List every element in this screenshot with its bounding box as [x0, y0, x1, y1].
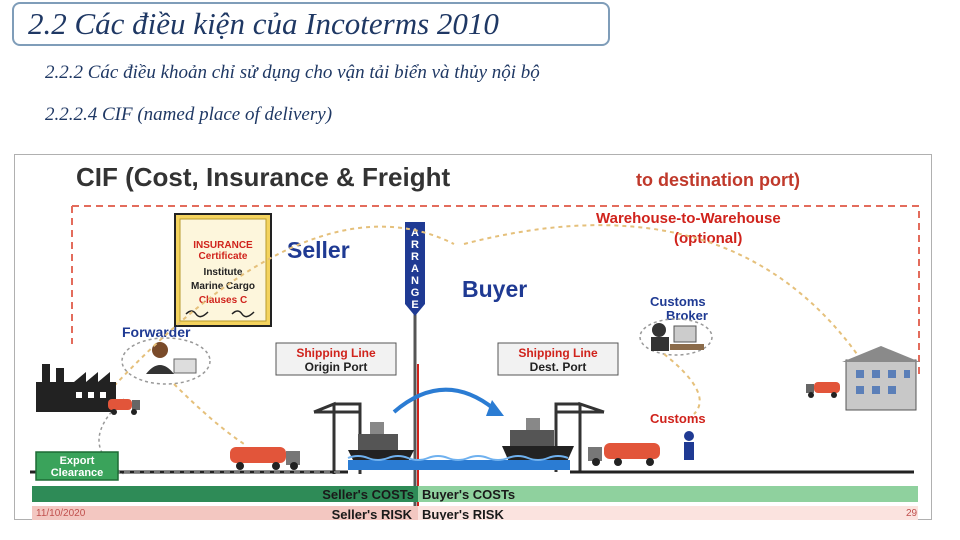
cert-line-4: Marine Cargo	[191, 281, 255, 292]
origin-label-2: Origin Port	[305, 360, 368, 374]
signature-marks	[185, 310, 255, 318]
dest-label-2: Dest. Port	[530, 360, 587, 374]
warehouse-label-1: Warehouse-to-Warehouse	[596, 210, 781, 227]
origin-label-1: Shipping Line	[296, 346, 376, 360]
seller-label: Seller	[287, 237, 350, 263]
sea-water	[348, 460, 570, 470]
title-frame	[12, 2, 610, 46]
ship-dest-icon	[502, 418, 574, 464]
diagram-heading-destination: to destination port)	[636, 170, 800, 190]
buyers-costs-bar	[418, 486, 918, 502]
cert-line-2: Certificate	[199, 251, 248, 262]
arrange-letter: R	[411, 251, 419, 263]
truck-export-icon	[230, 447, 300, 470]
slide-title: 2.2 Các điều kiện của Incoterms 2010	[28, 6, 499, 41]
cif-diagram: CIF (Cost, Insurance & Freight to destin…	[14, 154, 932, 520]
forwarder-icon	[121, 337, 211, 385]
cert-line-1: INSURANCE	[193, 240, 253, 251]
sea-transit-arrowhead	[486, 400, 504, 416]
sellers-costs-label: Seller's COSTs	[322, 487, 414, 502]
sea-waves	[347, 455, 569, 461]
diagram-heading-main: CIF (Cost, Insurance & Freight	[76, 162, 450, 192]
flow-forwarder-truck	[173, 383, 245, 445]
export-label-2: Clearance	[51, 467, 104, 479]
buyers-costs-label: Buyer's COSTs	[422, 487, 515, 502]
export-label-1: Export	[60, 455, 95, 467]
customs-officer-icon	[684, 431, 694, 460]
slide-date: 11/10/2020	[36, 508, 86, 519]
insurance-certificate: INSURANCE Certificate Institute Marine C…	[174, 213, 272, 327]
truck-origin-icon	[108, 399, 140, 415]
slide-subtitle-term: 2.2.2.4 CIF (named place of delivery)	[45, 104, 333, 125]
arrange-flag: A R R A N G E	[405, 222, 425, 520]
buyers-risk-bar	[418, 506, 918, 520]
cert-line-5: Clauses C	[199, 295, 247, 306]
arrange-letter: E	[411, 299, 418, 311]
export-clearance-badge: Export Clearance	[35, 451, 119, 481]
origin-port-box: Shipping Line Origin Port	[275, 342, 397, 376]
truck-import-icon	[588, 443, 660, 466]
sellers-risk-label: Seller's RISK	[332, 507, 413, 520]
sellers-costs-bar	[32, 486, 418, 502]
forwarder-label: Forwarder	[122, 324, 191, 340]
sea-transit-arrow	[392, 387, 496, 414]
diagram-frame	[14, 154, 932, 520]
customs-broker-label-2: Broker	[666, 308, 708, 323]
customs-label: Customs	[650, 411, 706, 426]
arrange-letter: G	[411, 287, 420, 299]
arrange-letter: A	[411, 227, 419, 239]
factory-icon	[36, 364, 116, 412]
arrange-letter: R	[411, 239, 419, 251]
arrange-letter: A	[411, 263, 419, 275]
buyers-risk-label: Buyer's RISK	[422, 507, 504, 520]
warehouse-icon	[842, 346, 920, 411]
arrange-letter: N	[411, 275, 419, 287]
customs-broker-label-1: Customs	[650, 294, 706, 309]
flow-seller-buyer	[113, 225, 455, 387]
dest-label-1: Shipping Line	[518, 346, 598, 360]
customs-broker-icon	[639, 318, 713, 356]
flow-buyer-warehouse	[463, 224, 865, 365]
responsibility-boundary	[71, 205, 920, 379]
dest-port-box: Shipping Line Dest. Port	[497, 342, 619, 376]
buyer-label: Buyer	[462, 276, 527, 302]
flow-broker-customs	[663, 353, 701, 415]
warehouse-label-2: (optional)	[674, 230, 742, 247]
sellers-risk-bar	[32, 506, 418, 520]
truck-warehouse-icon	[806, 382, 840, 398]
slide-subtitle-section: 2.2.2 Các điều khoản chỉ sử dụng cho vận…	[45, 62, 540, 83]
cert-line-3: Institute	[204, 267, 243, 278]
slide-page-number: 29	[906, 508, 918, 519]
